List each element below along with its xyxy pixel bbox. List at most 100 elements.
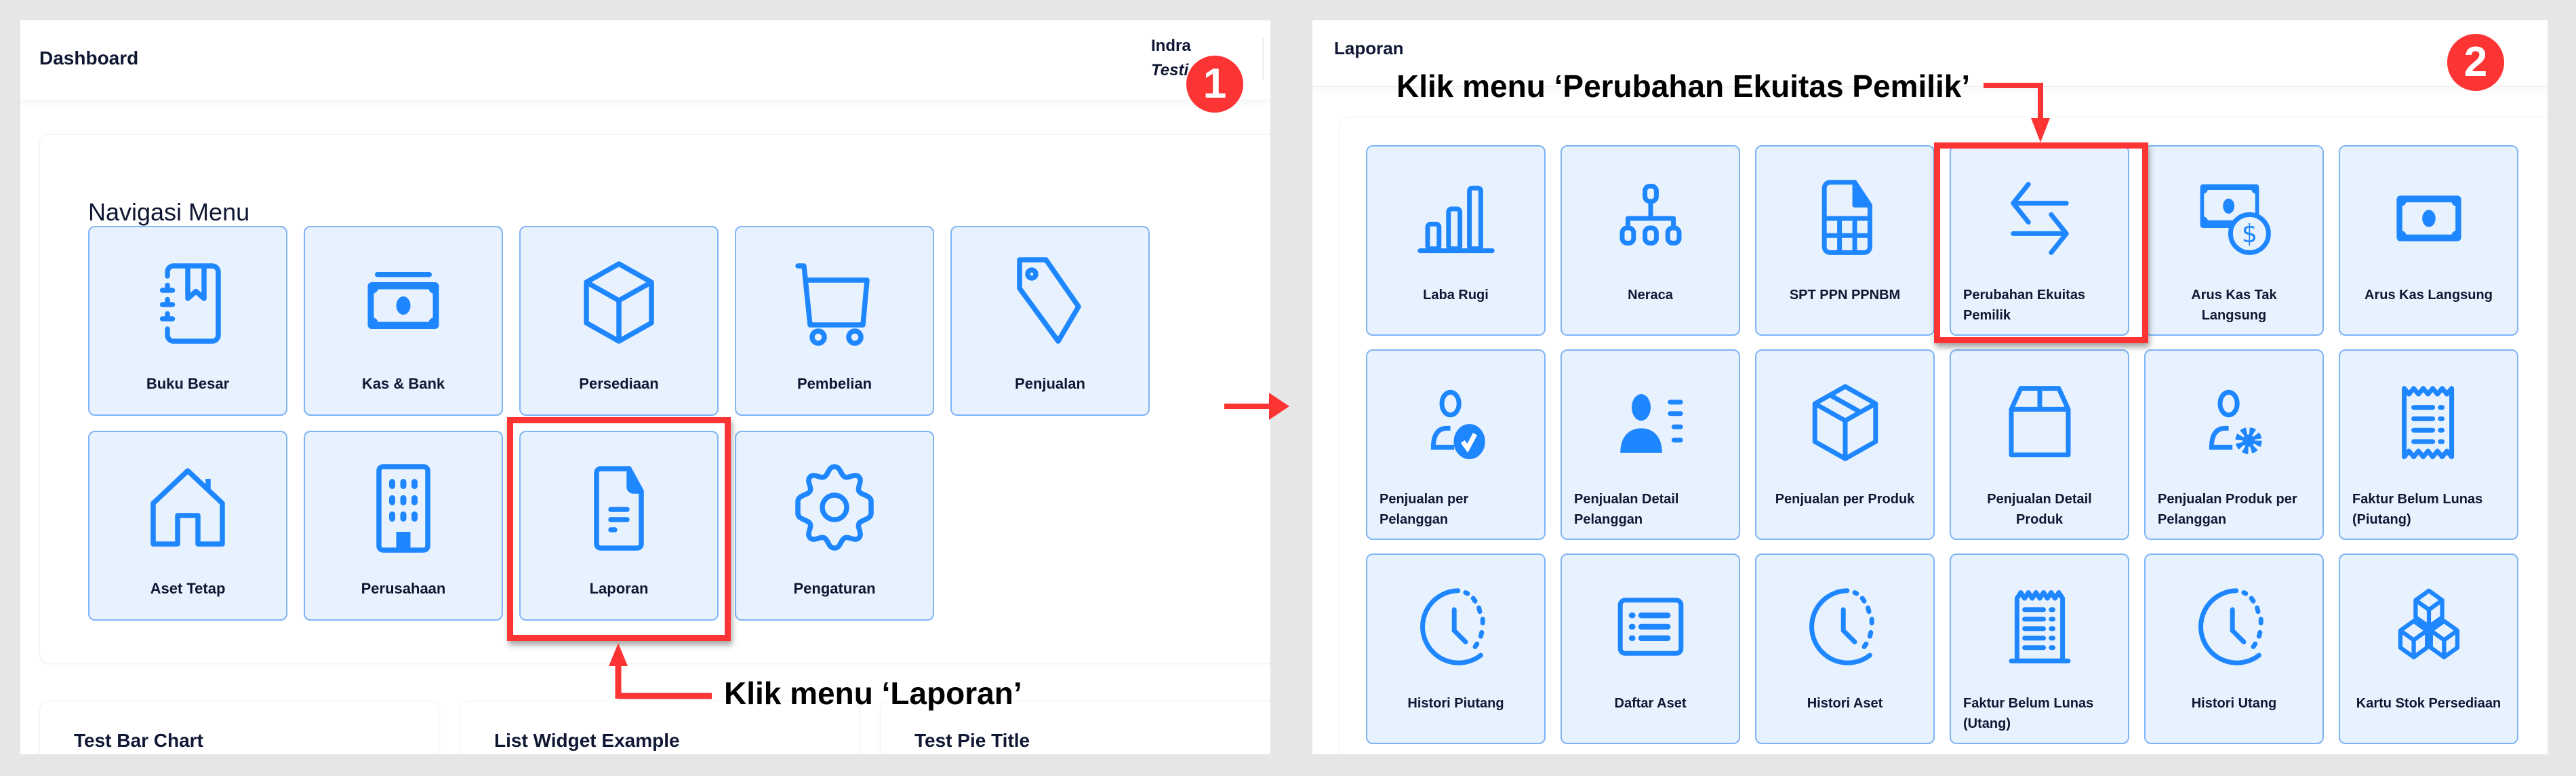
report-tile-penjualan-detail-produk[interactable]: Penjualan Detail Produk bbox=[1950, 349, 2129, 540]
menu-tile-label: Persediaan bbox=[579, 375, 659, 392]
dashboard-screen: Dashboard Indra Testi Navigasi Menu Buku… bbox=[20, 20, 1270, 754]
report-tile-label: Faktur Belum Lunas (Utang) bbox=[1963, 696, 2094, 731]
widget-title: List Widget Example bbox=[494, 730, 680, 751]
tax-document-icon bbox=[1798, 171, 1893, 266]
divider bbox=[1262, 38, 1264, 80]
svg-text:$: $ bbox=[2241, 219, 2257, 248]
menu-tile-pembelian[interactable]: Pembelian bbox=[735, 226, 934, 416]
report-tile-penjualan-per-pelanggan[interactable]: Penjualan per Pelanggan bbox=[1366, 349, 1546, 540]
step-2-badge: 2 bbox=[2447, 34, 2504, 91]
arrow-right-icon bbox=[1224, 393, 1289, 420]
menu-tile-label: Aset Tetap bbox=[150, 580, 226, 597]
report-tile-laba-rugi[interactable]: Laba Rugi bbox=[1366, 145, 1546, 336]
menu-tile-persediaan[interactable]: Persediaan bbox=[519, 226, 719, 416]
clock-history-icon bbox=[1798, 579, 1893, 674]
report-tile-histori-aset[interactable]: Histori Aset bbox=[1755, 554, 1935, 744]
package-icon bbox=[1798, 375, 1893, 470]
report-tile-neraca[interactable]: Neraca bbox=[1561, 145, 1740, 336]
widget-title: Test Pie Title bbox=[914, 730, 1030, 751]
report-tile-arus-kas-langsung[interactable]: Arus Kas Langsung bbox=[2339, 145, 2518, 336]
report-tile-spt-ppn[interactable]: SPT PPN PPNBM bbox=[1755, 145, 1935, 336]
cash-coin-icon: $ bbox=[2187, 171, 2282, 266]
ledger-book-icon bbox=[137, 252, 239, 353]
report-tile-label: Laba Rugi bbox=[1423, 288, 1489, 303]
report-tile-label: Penjualan Detail Produk bbox=[1987, 492, 2092, 527]
bar-chart-icon bbox=[1409, 171, 1504, 266]
report-tile-label: Penjualan per Pelanggan bbox=[1380, 492, 1469, 527]
gear-icon bbox=[784, 457, 885, 558]
price-tag-icon bbox=[999, 252, 1101, 353]
report-tile-label: Neraca bbox=[1628, 288, 1673, 303]
menu-tile-perusahaan[interactable]: Perusahaan bbox=[304, 431, 503, 621]
clock-history-icon bbox=[1409, 579, 1504, 674]
banknote-icon bbox=[2381, 171, 2476, 266]
report-tile-label: SPT PPN PPNBM bbox=[1789, 288, 1901, 303]
menu-tile-label: Kas & Bank bbox=[361, 375, 445, 392]
shopping-cart-icon bbox=[784, 252, 885, 353]
report-tile-faktur-utang[interactable]: Faktur Belum Lunas (Utang) bbox=[1950, 554, 2129, 744]
arrow-up-icon bbox=[609, 643, 712, 699]
house-icon bbox=[137, 457, 239, 558]
reports-screen: Laporan Laba Rugi Neraca bbox=[1312, 20, 2548, 754]
report-tile-daftar-aset[interactable]: Daftar Aset bbox=[1561, 554, 1740, 744]
report-tile-label: Daftar Aset bbox=[1614, 696, 1687, 711]
report-tile-arus-kas-tak-langsung[interactable]: $ Arus Kas Tak Langsung bbox=[2144, 145, 2324, 336]
report-tile-faktur-piutang[interactable]: Faktur Belum Lunas (Piutang) bbox=[2339, 349, 2518, 540]
report-tile-penjualan-detail-pelanggan[interactable]: Penjualan Detail Pelanggan bbox=[1561, 349, 1740, 540]
widget-bar-chart: Test Bar Chart bbox=[39, 701, 439, 754]
building-icon bbox=[353, 457, 454, 558]
report-tile-label: Arus Kas Langsung bbox=[2364, 288, 2493, 303]
menu-tile-kas-bank[interactable]: Kas & Bank bbox=[304, 226, 503, 416]
menu-tile-label: Pengaturan bbox=[793, 580, 876, 597]
clock-history-icon bbox=[2187, 579, 2282, 674]
menu-tile-pengaturan[interactable]: Pengaturan bbox=[735, 431, 934, 621]
user-details-icon bbox=[1603, 375, 1698, 470]
receipt-icon bbox=[2381, 375, 2476, 470]
report-tile-label: Penjualan Produk per Pelanggan bbox=[2158, 492, 2297, 527]
user-gear-icon bbox=[2187, 375, 2282, 470]
report-tile-penjualan-produk-per-pelanggan[interactable]: Penjualan Produk per Pelanggan bbox=[2144, 349, 2324, 540]
user-menu[interactable]: Indra Testi bbox=[1151, 34, 1191, 83]
report-tile-label: Penjualan Detail Pelanggan bbox=[1574, 492, 1679, 527]
list-icon bbox=[1603, 579, 1698, 674]
report-tile-histori-utang[interactable]: Histori Utang bbox=[2144, 554, 2324, 744]
user-name: Indra bbox=[1151, 37, 1191, 55]
menu-tile-label: Penjualan bbox=[1015, 375, 1085, 392]
menu-tile-penjualan[interactable]: Penjualan bbox=[950, 226, 1150, 416]
menu-tile-buku-besar[interactable]: Buku Besar bbox=[88, 226, 287, 416]
report-tile-kartu-stok[interactable]: Kartu Stok Persediaan bbox=[2339, 554, 2518, 744]
navigation-title: Navigasi Menu bbox=[88, 198, 250, 226]
swap-arrows-icon bbox=[1992, 171, 2087, 266]
report-tile-label: Histori Piutang bbox=[1407, 696, 1504, 711]
arrow-down-icon bbox=[1984, 83, 2050, 142]
report-tile-penjualan-per-produk[interactable]: Penjualan per Produk bbox=[1755, 349, 1935, 540]
menu-tile-label: Perusahaan bbox=[361, 580, 446, 597]
widget-pie-chart: Test Pie Title bbox=[880, 701, 1270, 754]
report-tile-label: Arus Kas Tak Langsung bbox=[2191, 288, 2277, 323]
menu-tile-aset-tetap[interactable]: Aset Tetap bbox=[88, 431, 287, 621]
menu-tile-label: Laporan bbox=[589, 580, 649, 597]
report-tile-label: Penjualan per Produk bbox=[1775, 492, 1915, 507]
report-tile-label: Histori Utang bbox=[2191, 696, 2277, 711]
open-box-icon bbox=[1992, 375, 2087, 470]
banknote-icon bbox=[353, 252, 454, 353]
step-1-badge: 1 bbox=[1186, 56, 1243, 113]
report-tile-perubahan-ekuitas[interactable]: Perubahan Ekuitas Pemilik bbox=[1950, 145, 2129, 336]
user-check-icon bbox=[1409, 375, 1504, 470]
menu-tile-laporan[interactable]: Laporan bbox=[519, 431, 719, 621]
stacked-cubes-icon bbox=[2381, 579, 2476, 674]
page-title: Laporan bbox=[1334, 38, 1404, 58]
widget-title: Test Bar Chart bbox=[74, 730, 203, 751]
top-bar: Laporan bbox=[1312, 20, 2548, 87]
hierarchy-icon bbox=[1603, 171, 1698, 266]
document-icon bbox=[568, 457, 670, 558]
report-tile-label: Perubahan Ekuitas Pemilik bbox=[1963, 288, 2086, 323]
annotation-step1-text: Klik menu ‘Laporan’ bbox=[724, 676, 1022, 711]
widget-list: List Widget Example bbox=[460, 701, 860, 754]
user-role: Testi bbox=[1151, 61, 1189, 79]
menu-tile-label: Buku Besar bbox=[146, 375, 230, 392]
menu-tile-label: Pembelian bbox=[797, 375, 872, 392]
report-tile-histori-piutang[interactable]: Histori Piutang bbox=[1366, 554, 1546, 744]
report-tile-label: Kartu Stok Persediaan bbox=[2356, 696, 2501, 711]
report-tile-label: Histori Aset bbox=[1807, 696, 1883, 711]
